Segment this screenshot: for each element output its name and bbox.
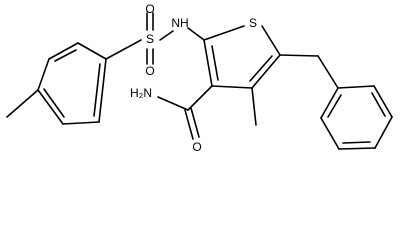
bond <box>320 117 340 150</box>
bond-double-inner <box>371 92 386 117</box>
bond <box>159 30 174 41</box>
amide-nitrogen: H₂N <box>130 86 152 100</box>
sulfonyl-oxygen-bottom: O <box>145 64 154 78</box>
bond <box>6 89 39 118</box>
bond-double-inner <box>342 141 371 144</box>
bond <box>373 85 393 118</box>
bond <box>337 85 375 89</box>
bonds <box>6 12 393 150</box>
bond <box>187 85 213 111</box>
bond <box>211 85 253 89</box>
sulfonyl-sulfur: S <box>146 32 154 46</box>
bond <box>251 87 257 126</box>
bond <box>190 107 200 138</box>
bond <box>187 27 205 41</box>
bond <box>203 25 245 41</box>
thiophene-sulfur: S <box>249 16 257 30</box>
bond-double-inner <box>211 45 219 81</box>
bond <box>98 58 107 123</box>
amine-nh: NH <box>171 16 188 30</box>
bond <box>37 89 64 125</box>
bond-double-inner <box>327 94 342 118</box>
bond-double-inner <box>249 55 273 82</box>
chemical-structure: O S O NH S H₂N O <box>6 2 393 154</box>
bond <box>62 121 100 125</box>
bond-double-inner <box>93 63 101 117</box>
bond <box>203 39 213 87</box>
bond <box>261 25 281 56</box>
atom-labels: O S O NH S H₂N O <box>130 2 257 154</box>
bond <box>279 54 319 57</box>
bond <box>338 147 376 150</box>
bond <box>251 54 281 89</box>
bond <box>317 55 339 89</box>
bond <box>374 116 393 149</box>
sulfonyl-oxygen-top: O <box>145 2 154 16</box>
bond <box>184 109 194 140</box>
bond <box>48 42 79 60</box>
bond <box>77 42 107 60</box>
bond-double-inner <box>54 49 77 62</box>
bond-double-inner <box>43 88 65 118</box>
bond <box>157 96 189 111</box>
amide-oxygen: O <box>192 140 201 154</box>
bond <box>105 39 142 60</box>
bond <box>320 87 339 119</box>
bond <box>37 58 50 91</box>
